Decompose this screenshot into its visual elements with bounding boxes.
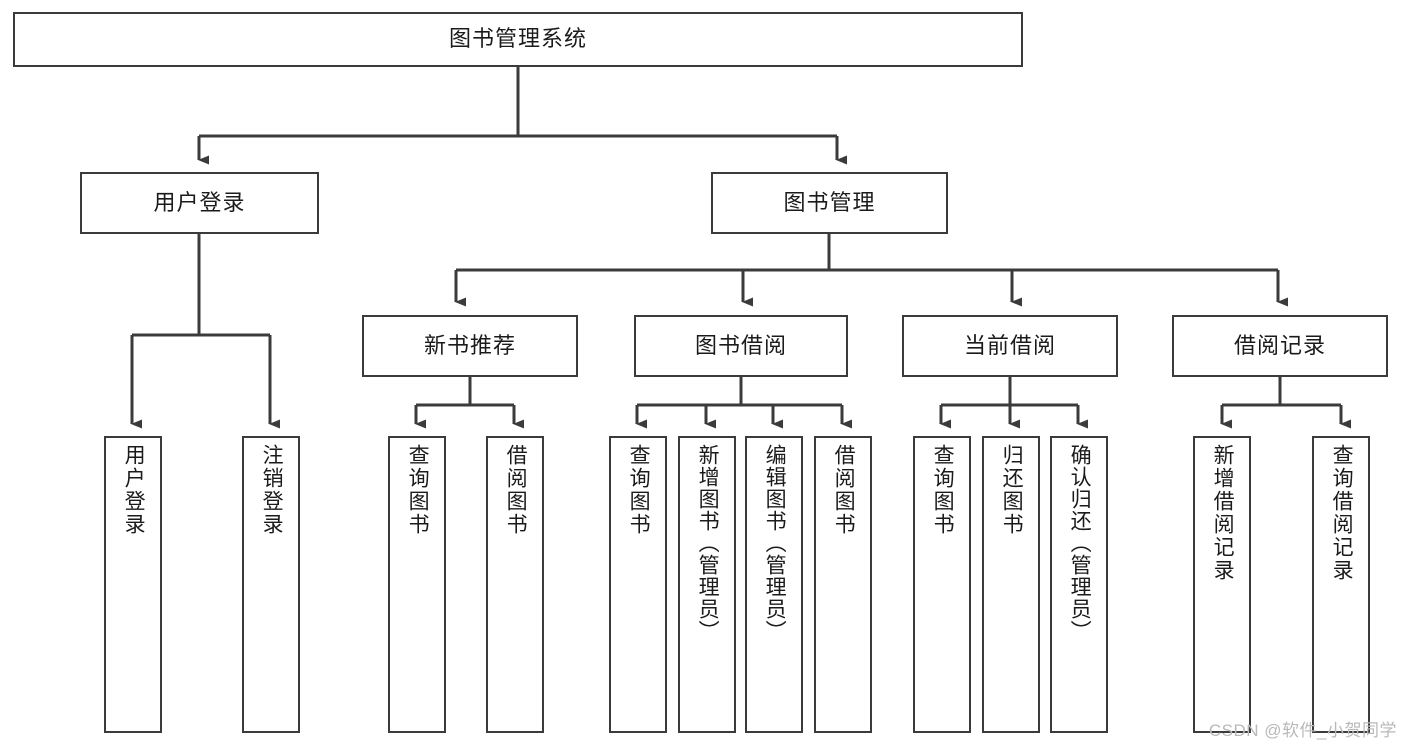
leaf-borrow-records-add-record[interactable]: 新增借阅记录 [1193, 436, 1251, 733]
node-label: 查询图书 [931, 444, 955, 536]
node-root-system[interactable]: 图书管理系统 [13, 12, 1023, 67]
node-user-login[interactable]: 用户登录 [80, 172, 319, 234]
node-label: 新书推荐 [423, 332, 516, 358]
node-label: 新增借阅记录 [1211, 444, 1235, 582]
node-current-borrow[interactable]: 当前借阅 [902, 315, 1118, 377]
node-borrow-records[interactable]: 借阅记录 [1172, 315, 1388, 377]
leaf-user-login-login[interactable]: 用户登录 [104, 436, 162, 733]
node-label: 编辑图书（管理员） [763, 444, 787, 642]
node-label: 借阅记录 [1233, 332, 1326, 358]
csdn-watermark: CSDN @软件_小贺同学 [1208, 721, 1397, 740]
node-label: 图书管理系统 [448, 26, 587, 52]
node-label: 借阅图书 [832, 444, 856, 536]
node-label: 用户登录 [153, 189, 246, 215]
node-label: 用户登录 [122, 444, 146, 536]
leaf-current-borrow-return-book[interactable]: 归还图书 [982, 436, 1040, 733]
node-book-borrow[interactable]: 图书借阅 [634, 315, 848, 377]
node-label: 注销登录 [260, 444, 284, 536]
leaf-book-borrow-add-book-admin[interactable]: 新增图书（管理员） [678, 436, 736, 733]
leaf-borrow-records-query-record[interactable]: 查询借阅记录 [1312, 436, 1370, 733]
node-new-book-recommend[interactable]: 新书推荐 [362, 315, 578, 377]
leaf-book-borrow-borrow-book[interactable]: 借阅图书 [814, 436, 872, 733]
node-label: 图书管理 [783, 189, 876, 215]
node-label: 图书借阅 [694, 332, 787, 358]
leaf-book-borrow-query-book[interactable]: 查询图书 [609, 436, 667, 733]
node-label: 当前借阅 [963, 332, 1056, 358]
node-label: 查询借阅记录 [1330, 444, 1354, 582]
node-label: 查询图书 [627, 444, 651, 536]
node-label: 查询图书 [406, 444, 430, 536]
leaf-book-borrow-edit-book-admin[interactable]: 编辑图书（管理员） [745, 436, 803, 733]
leaf-current-borrow-query-book[interactable]: 查询图书 [913, 436, 971, 733]
leaf-current-borrow-confirm-return-admin[interactable]: 确认归还（管理员） [1050, 436, 1108, 733]
leaf-new-book-query-book[interactable]: 查询图书 [388, 436, 446, 733]
node-label: 归还图书 [1000, 444, 1024, 536]
leaf-new-book-borrow-book[interactable]: 借阅图书 [486, 436, 544, 733]
node-label: 新增图书（管理员） [696, 444, 720, 642]
leaf-user-login-logout[interactable]: 注销登录 [242, 436, 300, 733]
node-book-management[interactable]: 图书管理 [711, 172, 948, 234]
node-label: 确认归还（管理员） [1068, 444, 1092, 642]
node-label: 借阅图书 [504, 444, 528, 536]
